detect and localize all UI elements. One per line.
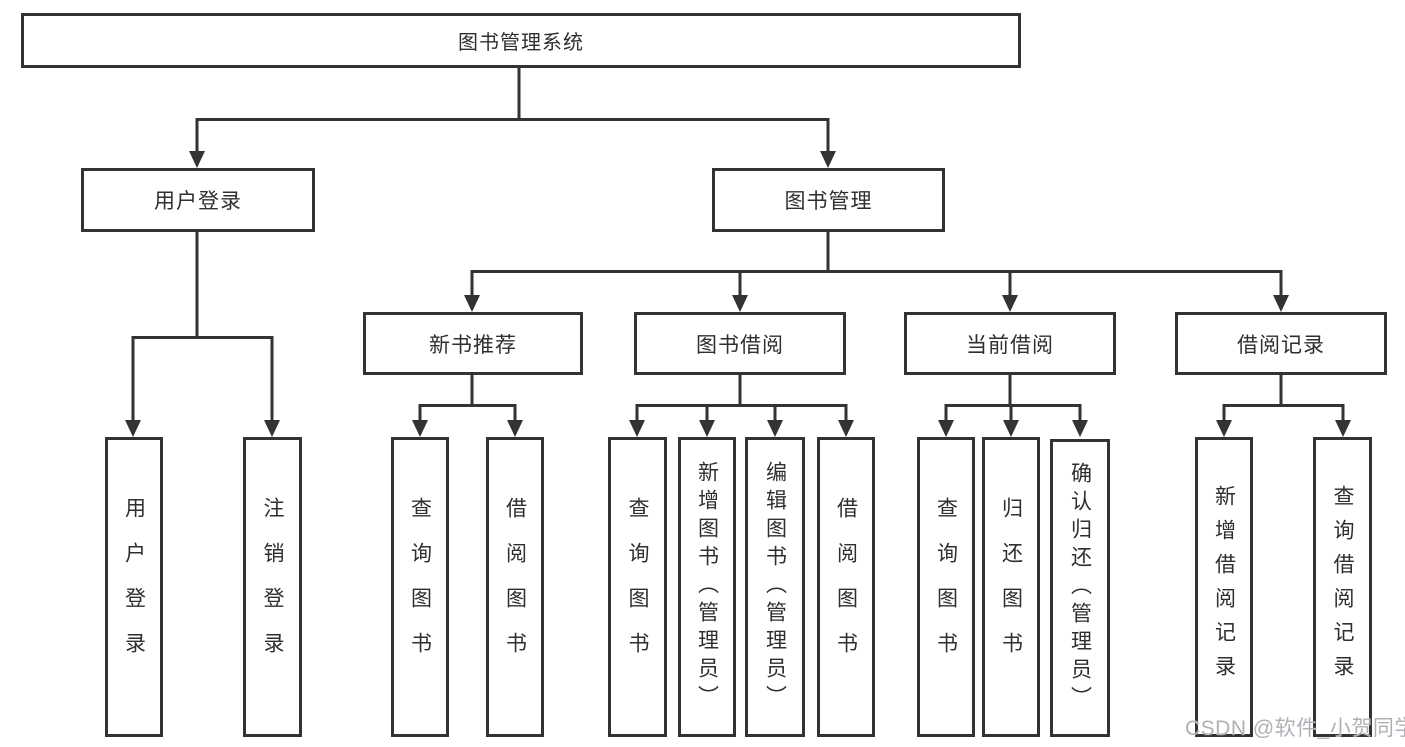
node-current-borrow: 当前借阅 [904,312,1116,375]
node-borrow-records-label: 借阅记录 [1237,333,1325,357]
leaf-newbook-query-books-label: 查询图书 [408,497,432,677]
leaf-user-login: 用户登录 [105,437,163,737]
leaf-current-confirm-return-admin-label: 确认归还（管理员） [1068,462,1092,714]
leaf-current-confirm-return-admin: 确认归还（管理员） [1050,439,1110,737]
leaf-records-query-record: 查询借阅记录 [1313,437,1372,737]
node-borrow-records: 借阅记录 [1175,312,1387,375]
leaf-current-query-books: 查询图书 [917,437,975,737]
leaf-newbook-query-books: 查询图书 [391,437,449,737]
leaf-current-return-books: 归还图书 [982,437,1040,737]
node-user-login-label: 用户登录 [154,190,242,213]
node-new-book-recommend: 新书推荐 [363,312,583,375]
leaf-records-add-record-label: 新增借阅记录 [1212,485,1236,689]
leaf-borrow-query-books: 查询图书 [608,437,667,737]
leaf-borrow-borrow-books: 借阅图书 [817,437,875,737]
leaf-current-return-books-label: 归还图书 [999,497,1023,677]
node-book-borrow: 图书借阅 [634,312,846,375]
leaf-logout: 注销登录 [243,437,302,737]
leaf-borrow-add-books-admin: 新增图书（管理员） [678,437,736,737]
node-root-system-label: 图书管理系统 [458,32,584,54]
arrowhead-icons [125,151,1351,437]
node-book-borrow-label: 图书借阅 [696,333,784,357]
leaf-newbook-borrow-books-label: 借阅图书 [503,497,527,677]
leaf-current-query-books-label: 查询图书 [934,497,958,677]
node-current-borrow-label: 当前借阅 [966,333,1054,357]
leaf-user-login-label: 用户登录 [122,497,146,677]
node-book-management-label: 图书管理 [784,190,873,213]
node-book-management: 图书管理 [712,168,945,232]
leaf-logout-label: 注销登录 [261,497,284,677]
leaf-records-add-record: 新增借阅记录 [1195,437,1253,737]
node-user-login: 用户登录 [81,168,315,232]
node-new-book-recommend-label: 新书推荐 [429,333,517,357]
csdn-watermark: CSDN @软件_小贺同学 [1185,717,1405,740]
leaf-records-query-record-label: 查询借阅记录 [1331,485,1354,689]
node-root-system: 图书管理系统 [21,13,1021,68]
leaf-newbook-borrow-books: 借阅图书 [486,437,544,737]
leaf-borrow-add-books-admin-label: 新增图书（管理员） [695,461,719,713]
leaf-borrow-edit-books-admin-label: 编辑图书（管理员） [763,461,787,713]
leaf-borrow-borrow-books-label: 借阅图书 [834,497,858,677]
leaf-borrow-query-books-label: 查询图书 [626,497,649,677]
leaf-borrow-edit-books-admin: 编辑图书（管理员） [745,437,805,737]
